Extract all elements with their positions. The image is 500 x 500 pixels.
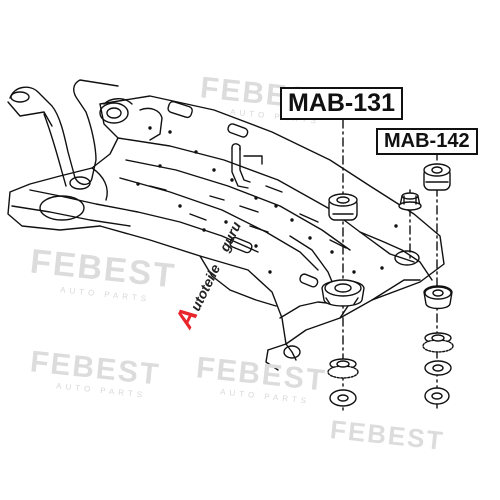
svg-text:utoteile: utoteile: [187, 261, 223, 313]
mount-openings: [39, 102, 420, 359]
upper-bushing-left: [328, 193, 358, 221]
lower-bushing-left: [321, 279, 365, 307]
lower-ring-right: [424, 387, 450, 405]
lower-ring-left: [329, 389, 357, 407]
lower-washer-right: [422, 332, 454, 353]
frame-rivets: [136, 126, 398, 274]
stabilizer-rod: [231, 143, 263, 189]
part-label-mab-131: MAB-131: [280, 87, 403, 120]
lower-mid-right: [424, 360, 452, 376]
lower-washer-left: [327, 358, 359, 379]
frame-slots: [167, 100, 319, 288]
lower-bushing-right: [423, 285, 453, 310]
flange-nut: [398, 192, 422, 211]
upper-bushing-right: [423, 163, 451, 191]
left-tower: [7, 79, 119, 190]
part-label-mab-142: MAB-142: [376, 128, 478, 155]
